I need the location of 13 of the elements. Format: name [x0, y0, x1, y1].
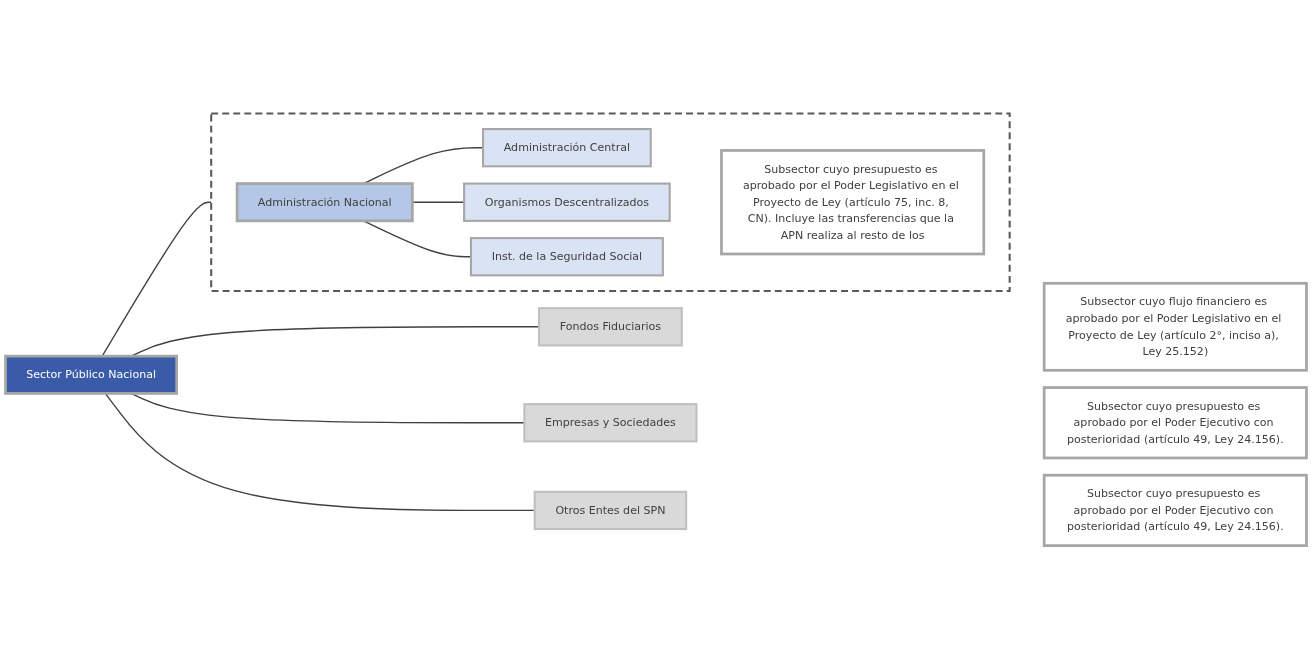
node-box: Subsector cuyo presupuesto es aprobado por el Poder Legislativo en el Proyecto de Ley (artículo 75, inc. 8, CN). Incluye las transferencias que la APN realiza al resto de los — [720, 149, 986, 256]
node-box: Administración Central — [482, 128, 652, 168]
node-box: Fondos Fiduciarios — [538, 307, 683, 347]
node-box: Subsector cuyo presupuesto es aprobado por el Poder Ejecutivo con posterioridad (artículo 49, Ley 24.156). — [1042, 386, 1308, 460]
node-box: Administración Nacional — [235, 182, 414, 223]
cluster — [210, 112, 1011, 293]
node-box: Otros Entes del SPN — [533, 491, 688, 531]
node-box: Inst. de la Seguridad Social — [469, 237, 664, 277]
node-box: Empresas y Sociedades — [523, 403, 698, 443]
node-box: Sector Público Nacional — [4, 355, 179, 396]
node-box: Subsector cuyo presupuesto es aprobado por el Poder Ejecutivo con posterioridad (artículo 49, Ley 24.156). — [1042, 474, 1308, 548]
node-box: Subsector cuyo flujo financiero es aprobado por el Poder Legislativo en el Proyecto de Ley (artículo 2°, inciso a), Ley 25.152) — [1042, 282, 1308, 373]
node-box: Organismos Descentralizados — [463, 182, 671, 223]
